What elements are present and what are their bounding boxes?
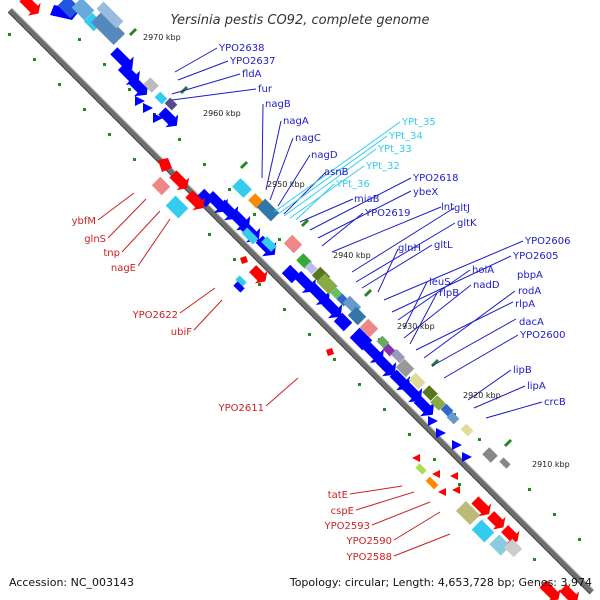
gene-label-nagB: nagB — [265, 99, 291, 110]
trna-label-YPt_34: YPt_34 — [388, 131, 423, 142]
gene-label-glnH: glnH — [398, 243, 421, 254]
gene-label-YPO2622: YPO2622 — [132, 310, 178, 321]
gene-label-rodA: rodA — [518, 286, 541, 297]
gene-label-cspE: cspE — [331, 506, 354, 517]
gene-label-asnB: asnB — [324, 167, 349, 178]
gene-label-leuS: leuS — [429, 277, 451, 288]
gene-label-nadD: nadD — [473, 280, 500, 291]
gene-label-nagC: nagC — [295, 133, 321, 144]
gene-label-miaB: miaB — [354, 194, 380, 205]
leader-lines-cyan — [273, 121, 401, 221]
trna-label-YPt_36: YPt_36 — [335, 179, 370, 190]
gene-label-YPO2606: YPO2606 — [524, 236, 570, 247]
gene-label-glnS: glnS — [84, 234, 106, 245]
trna-label-YPt_32: YPt_32 — [365, 161, 400, 172]
gene-labels-reverse: ybfM glnS tnp nagE YPO2622 ubiF YPO2611 … — [72, 216, 392, 563]
kbp-label-2910: 2910 kbp — [532, 460, 570, 469]
kbp-label-2920: 2920 kbp — [463, 391, 501, 400]
kbp-label-2960: 2960 kbp — [203, 109, 241, 118]
kbp-labels: 2970 kbp 2960 kbp 2950 kbp 2940 kbp 2930… — [143, 33, 570, 469]
gene-label-YPO2618: YPO2618 — [412, 173, 458, 184]
topology-label: Topology: circular; Length: 4,653,728 bp… — [289, 576, 592, 589]
gene-label-nagE: nagE — [111, 263, 136, 274]
reverse-strand-genes — [19, 0, 580, 600]
gene-label-YPO2619: YPO2619 — [364, 208, 410, 219]
genome-backbone — [7, 7, 595, 595]
gene-label-fur: fur — [258, 84, 273, 95]
gene-label-ybfM: ybfM — [72, 216, 96, 227]
kbp-label-2930: 2930 kbp — [397, 322, 435, 331]
gene-label-YPO2638: YPO2638 — [218, 43, 264, 54]
gene-label-YPO2637: YPO2637 — [229, 56, 275, 67]
gene-label-lnt: lnt — [441, 202, 454, 213]
gene-label-YPO2600: YPO2600 — [519, 330, 565, 341]
genome-title: Yersinia pestis CO92, complete genome — [171, 13, 430, 28]
gene-label-nagA: nagA — [283, 116, 309, 127]
gene-label-YPO2611: YPO2611 — [218, 403, 264, 414]
gene-label-dacA: dacA — [519, 317, 544, 328]
gene-label-YPO2588: YPO2588 — [346, 552, 392, 563]
kbp-label-2950: 2950 kbp — [267, 180, 305, 189]
trna-label-YPt_35: YPt_35 — [401, 117, 436, 128]
gene-label-fldA: fldA — [242, 69, 262, 80]
gene-label-ubiF: ubiF — [171, 327, 192, 338]
forward-strand-genes — [50, 5, 472, 462]
gene-labels-forward: YPO2638 YPO2637 fldA fur nagB nagA nagC … — [218, 43, 570, 408]
gene-label-tnp: tnp — [103, 248, 120, 259]
leader-lines-red — [97, 192, 451, 557]
kbp-tick-marks — [128, 27, 513, 448]
trna-label-YPt_33: YPt_33 — [377, 144, 412, 155]
gene-label-crcB: crcB — [544, 397, 566, 408]
gene-label-nagD: nagD — [311, 150, 338, 161]
kbp-label-2940: 2940 kbp — [333, 251, 371, 260]
gene-label-ybeX: ybeX — [413, 187, 438, 198]
kbp-label-2970: 2970 kbp — [143, 33, 181, 42]
gene-label-lipB: lipB — [513, 365, 532, 376]
gene-label-rlpB: rlpB — [439, 288, 459, 299]
gene-label-lipA: lipA — [527, 381, 546, 392]
gene-label-gltJ: gltJ — [454, 203, 470, 214]
accession-label: Accession: NC_003143 — [9, 576, 134, 589]
gene-label-holA: holA — [472, 265, 494, 276]
outer-gene-boxes — [57, 0, 511, 469]
leader-lines-blue — [171, 47, 543, 419]
gene-label-rlpA: rlpA — [515, 299, 535, 310]
gene-label-pbpA: pbpA — [517, 270, 543, 281]
gene-label-YPO2605: YPO2605 — [512, 251, 558, 262]
gene-label-gltK: gltK — [457, 218, 477, 229]
gene-label-tatE: tatE — [328, 490, 348, 501]
gene-label-gltL: gltL — [434, 240, 453, 251]
gene-label-YPO2593: YPO2593 — [324, 521, 370, 532]
gene-label-YPO2590: YPO2590 — [346, 536, 392, 547]
trna-labels: YPt_35 YPt_34 YPt_33 YPt_32 YPt_36 — [335, 117, 436, 190]
